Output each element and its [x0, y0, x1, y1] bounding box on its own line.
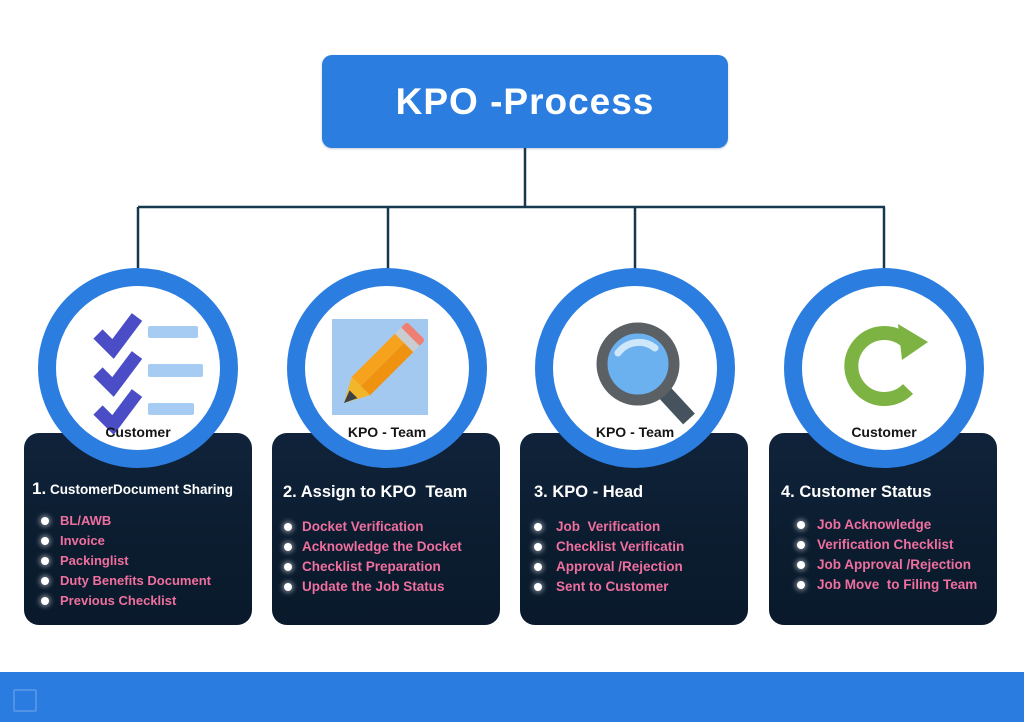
bullet-dot-icon: [797, 521, 805, 529]
card-heading: 1. CustomerDocument Sharing: [32, 479, 233, 498]
bullet-dot-icon: [534, 563, 542, 571]
bullet-dot-icon: [41, 597, 49, 605]
footer-bar: [0, 672, 1024, 722]
list-item: Acknowledge the Docket: [272, 537, 500, 557]
card-heading: 4. Customer Status: [781, 483, 932, 501]
list-item: Job Move to Filing Team: [769, 575, 997, 595]
card-number: 3.: [534, 483, 548, 501]
card-heading: 3. KPO - Head: [534, 483, 644, 501]
node-circle-kpo-team-1: KPO - Team: [287, 268, 487, 468]
node-label: KPO - Team: [595, 424, 675, 440]
checklist-icon: [56, 286, 220, 450]
card-item-list: Docket Verification Acknowledge the Dock…: [272, 517, 500, 597]
list-item: Sent to Customer: [520, 577, 748, 597]
list-item: Docket Verification: [272, 517, 500, 537]
card-item-list: Job Verification Checklist Verificatin A…: [520, 517, 748, 597]
bullet-dot-icon: [797, 581, 805, 589]
list-item: Checklist Verificatin: [520, 537, 748, 557]
list-item: Job Approval /Rejection: [769, 555, 997, 575]
card-number: 2.: [283, 483, 297, 501]
list-item: Job Verification: [520, 517, 748, 537]
bullet-dot-icon: [797, 561, 805, 569]
list-item: Invoice: [24, 531, 252, 551]
magnifier-icon: [553, 286, 717, 450]
bullet-dot-icon: [534, 543, 542, 551]
bullet-dot-icon: [534, 583, 542, 591]
pencil-icon: [305, 286, 469, 450]
list-item: Previous Checklist: [24, 591, 252, 611]
bullet-dot-icon: [284, 583, 292, 591]
node-circle-kpo-team-2: KPO - Team: [535, 268, 735, 468]
list-item: Packinglist: [24, 551, 252, 571]
bullet-dot-icon: [41, 517, 49, 525]
list-item: Update the Job Status: [272, 577, 500, 597]
bullet-dot-icon: [41, 557, 49, 565]
bullet-dot-icon: [284, 543, 292, 551]
bullet-dot-icon: [797, 541, 805, 549]
card-kpo-head: 3. KPO - Head Job Verification Checklist…: [520, 433, 748, 625]
list-item: Checklist Preparation: [272, 557, 500, 577]
bullet-dot-icon: [534, 523, 542, 531]
node-label: Customer: [105, 424, 171, 440]
card-item-list: BL/AWB Invoice Packinglist Duty Benefits…: [24, 511, 252, 611]
list-item: Approval /Rejection: [520, 557, 748, 577]
node-circle-customer-2: Customer: [784, 268, 984, 468]
bullet-dot-icon: [41, 537, 49, 545]
process-title-box: KPO -Process: [322, 55, 728, 148]
bullet-dot-icon: [284, 563, 292, 571]
card-heading: 2. Assign to KPO Team: [283, 483, 468, 501]
bullet-dot-icon: [284, 523, 292, 531]
page-title: KPO -Process: [395, 80, 655, 122]
list-item: Verification Checklist: [769, 535, 997, 555]
node-label: Customer: [851, 424, 917, 440]
card-customer-status: 4. Customer Status Job Acknowledge Verif…: [769, 433, 997, 625]
refresh-icon: [802, 286, 966, 450]
node-circle-customer-1: Customer: [38, 268, 238, 468]
list-item: BL/AWB: [24, 511, 252, 531]
card-number: 4.: [781, 483, 795, 501]
list-item: Duty Benefits Document: [24, 571, 252, 591]
card-number: 1.: [32, 479, 47, 498]
watermark-rect-icon: [13, 689, 37, 712]
list-item: Job Acknowledge: [769, 515, 997, 535]
card-item-list: Job Acknowledge Verification Checklist J…: [769, 515, 997, 595]
node-label: KPO - Team: [347, 424, 427, 440]
bullet-dot-icon: [41, 577, 49, 585]
